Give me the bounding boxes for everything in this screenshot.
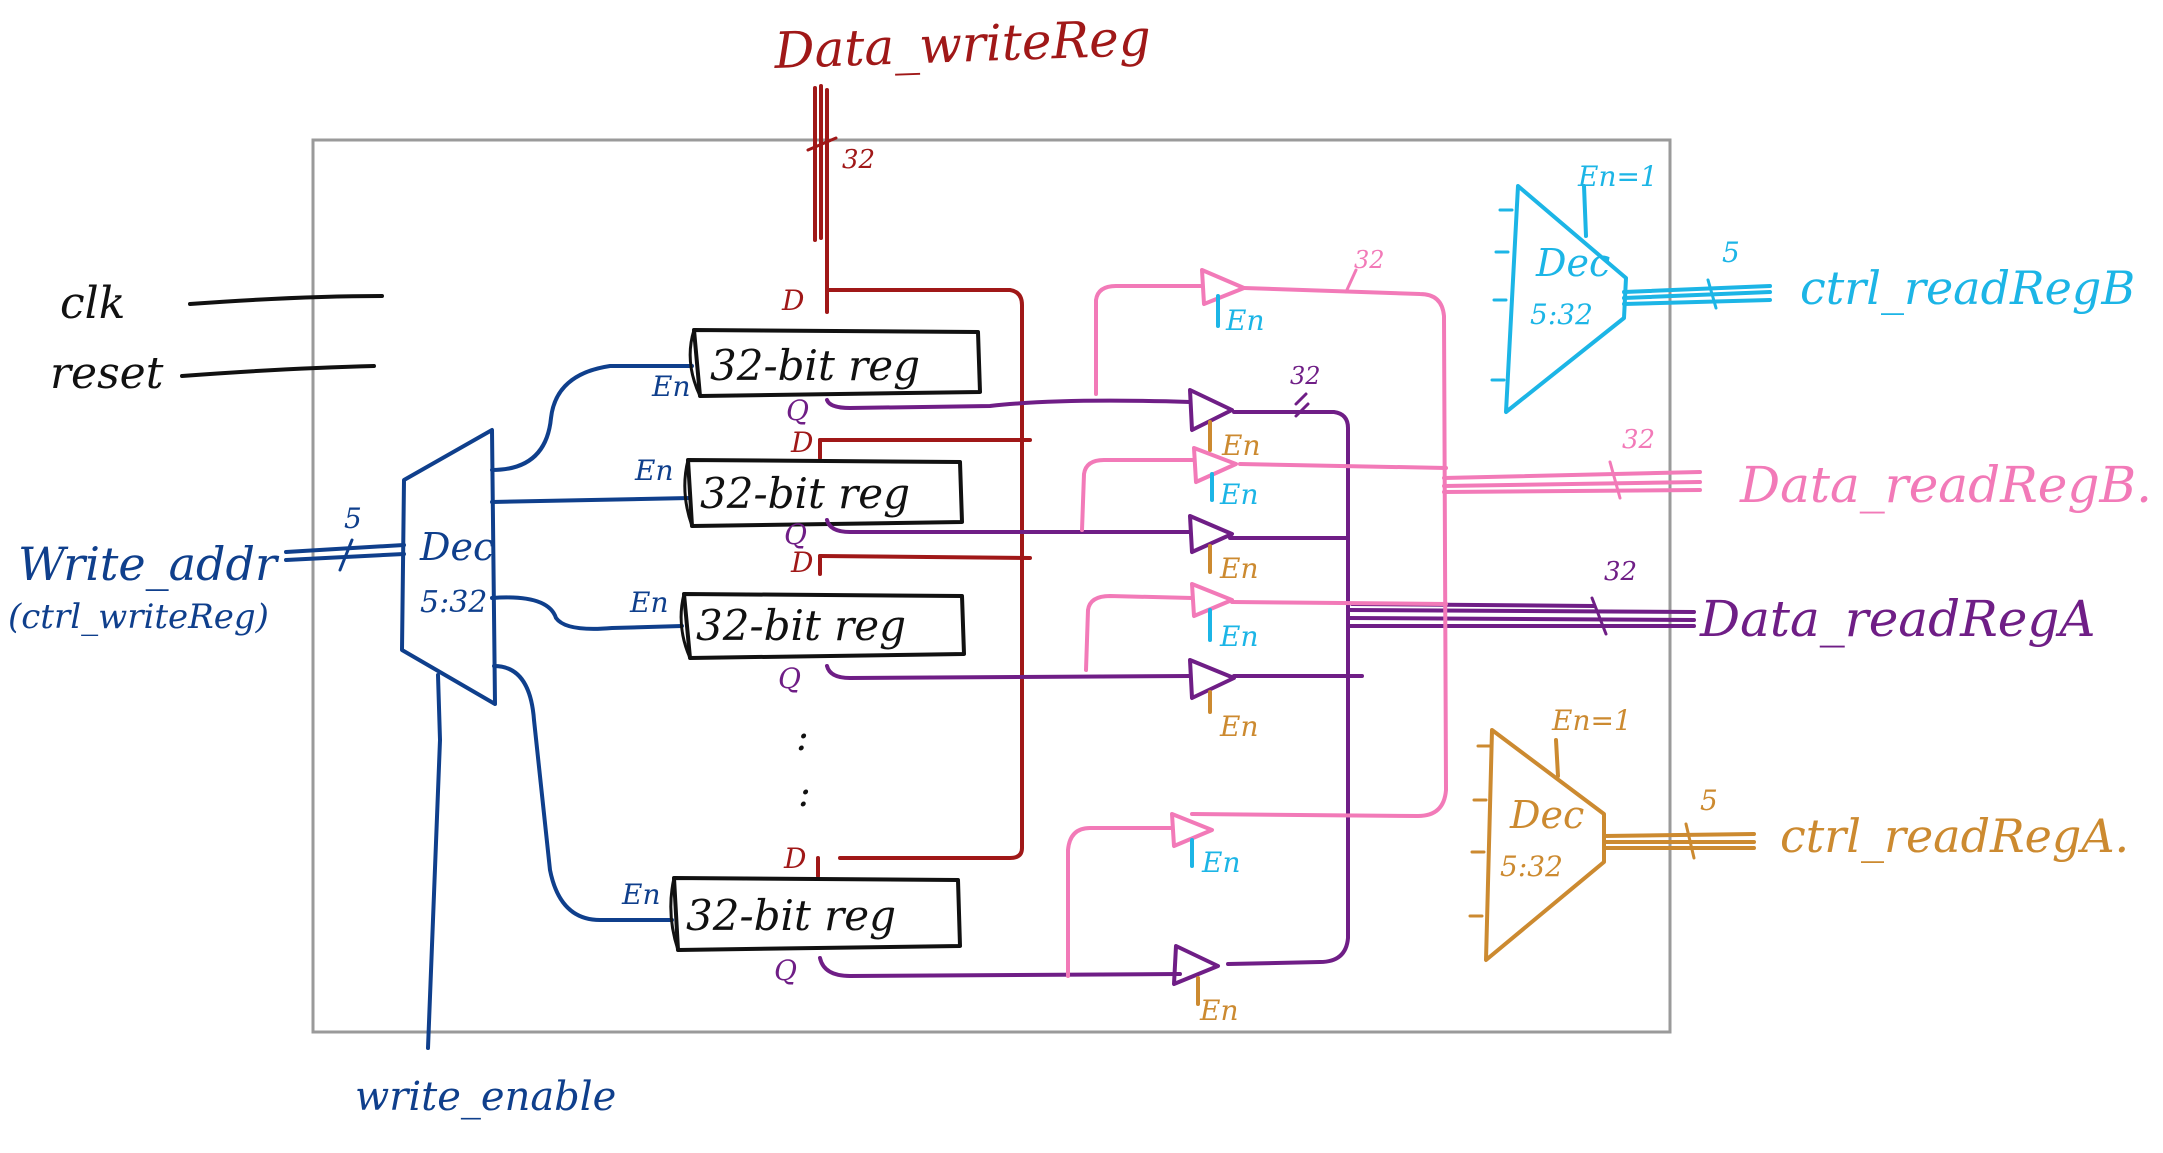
read-b-wiring bbox=[1066, 268, 1702, 978]
reset-wire bbox=[180, 364, 376, 378]
data-read-a-width-label: 32 bbox=[1604, 557, 1637, 587]
decoder-out-2 bbox=[490, 496, 692, 504]
read-a-enables bbox=[1196, 420, 1212, 1006]
read-a-buffer-32-en: En bbox=[1199, 994, 1238, 1027]
read-b-buffers bbox=[1170, 268, 1246, 848]
register-ellipsis-2: : bbox=[798, 771, 811, 815]
data-read-b-label: Data_readRegB. bbox=[1739, 456, 2152, 514]
read-a-decoder-size: 5:32 bbox=[1500, 850, 1563, 883]
write-addr-label: Write_addr bbox=[18, 537, 280, 591]
clk-label: clk bbox=[60, 278, 125, 329]
data-write-reg-label: Data_writeReg bbox=[772, 9, 1151, 80]
register-2: 32-bit reg bbox=[683, 458, 964, 528]
ctrl-read-a-bus bbox=[1602, 832, 1756, 850]
read-a-buffer-2-en: En bbox=[1219, 552, 1258, 585]
read-a-buffer-32 bbox=[1172, 944, 1220, 986]
decoder-out-32 bbox=[492, 664, 674, 922]
register-3: 32-bit reg bbox=[679, 592, 966, 660]
reg3-en-label: En bbox=[629, 586, 668, 619]
mid-purple-width-label: 32 bbox=[1290, 362, 1321, 390]
register-1-label: 32-bit reg bbox=[710, 341, 920, 390]
reg32-d-label: D bbox=[783, 842, 806, 875]
data-read-a-label: Data_readRegA bbox=[1699, 590, 2095, 648]
read-a-buffer-1-en: En bbox=[1221, 429, 1260, 462]
reg3-d-label: D bbox=[790, 546, 813, 579]
register-ellipsis-1: : bbox=[796, 715, 809, 759]
read-b-buffer-32 bbox=[1170, 812, 1214, 848]
read-b-buffer-1-en: En bbox=[1225, 304, 1264, 337]
register-2-label: 32-bit reg bbox=[700, 469, 910, 518]
write-addr-width-label: 5 bbox=[344, 502, 362, 535]
read-b-buffer-2-en: En bbox=[1219, 478, 1258, 511]
read-b-enables bbox=[1190, 294, 1220, 868]
read-a-decoder-label: Dec bbox=[1509, 793, 1584, 837]
read-b-decoder-size: 5:32 bbox=[1530, 298, 1593, 331]
register-3-label: 32-bit reg bbox=[696, 601, 906, 650]
write-enable-wire bbox=[426, 673, 442, 1050]
data-read-b-width-label: 32 bbox=[1622, 425, 1655, 455]
read-b-buffer-2 bbox=[1192, 446, 1238, 484]
write-decoder-size: 5:32 bbox=[420, 585, 487, 620]
read-a-buffer-3 bbox=[1188, 658, 1236, 700]
read-a-decoder: Dec 5:32 En=1 bbox=[1468, 704, 1632, 962]
reset-label: reset bbox=[50, 348, 164, 399]
reg1-q-label: Q bbox=[786, 394, 809, 427]
reg3-q-label: Q bbox=[778, 662, 801, 695]
write-data-bus bbox=[806, 84, 1032, 878]
read-a-buffer-2 bbox=[1188, 514, 1234, 554]
read-b-buffer-32-en: En bbox=[1201, 846, 1240, 879]
read-a-buffer-3-en: En bbox=[1219, 710, 1258, 743]
ctrl-read-a-width-label: 5 bbox=[1700, 784, 1718, 817]
reg2-d-label: D bbox=[790, 426, 813, 459]
write-decoder bbox=[400, 428, 497, 706]
ctrl-read-b-width-label: 5 bbox=[1722, 236, 1740, 269]
decoder-out-1 bbox=[490, 364, 694, 472]
data-write-width-label: 32 bbox=[842, 145, 875, 175]
read-b-decoder-label: Dec bbox=[1535, 241, 1610, 285]
register-32: 32-bit reg bbox=[669, 876, 962, 952]
read-a-wiring bbox=[818, 392, 1696, 978]
mid-pink-width-label: 32 bbox=[1354, 246, 1385, 274]
register-1: 32-bit reg bbox=[688, 328, 982, 398]
reg1-d-label: D bbox=[781, 284, 804, 317]
reg1-en-label: En bbox=[651, 370, 690, 403]
read-b-decoder-en-note: En=1 bbox=[1577, 160, 1658, 193]
write-decoder-label: Dec bbox=[419, 525, 494, 569]
write-addr-note: (ctrl_writeReg) bbox=[8, 597, 269, 637]
decoder-out-3 bbox=[490, 595, 684, 631]
ctrl-read-b-bus bbox=[1622, 284, 1772, 306]
module-frame bbox=[311, 138, 1672, 1034]
read-b-buffer-3 bbox=[1190, 582, 1234, 618]
ctrl-read-a-label: ctrl_readRegA. bbox=[1780, 809, 2129, 863]
read-b-decoder: Dec 5:32 En=1 bbox=[1490, 160, 1658, 414]
register-32-label: 32-bit reg bbox=[686, 891, 896, 940]
clk-wire bbox=[188, 294, 384, 306]
read-b-buffer-1 bbox=[1200, 268, 1246, 306]
read-a-buffers bbox=[1172, 388, 1236, 986]
read-a-decoder-en-note: En=1 bbox=[1551, 704, 1632, 737]
read-b-buffer-3-en: En bbox=[1219, 620, 1258, 653]
reg32-en-label: En bbox=[621, 878, 660, 911]
reg32-q-label: Q bbox=[774, 954, 797, 987]
reg2-en-label: En bbox=[634, 454, 673, 487]
reg2-q-label: Q bbox=[784, 518, 807, 551]
read-a-buffer-1 bbox=[1188, 388, 1234, 432]
ctrl-read-b-label: ctrl_readRegB bbox=[1800, 261, 2135, 315]
write-enable-label: write_enable bbox=[355, 1074, 616, 1120]
